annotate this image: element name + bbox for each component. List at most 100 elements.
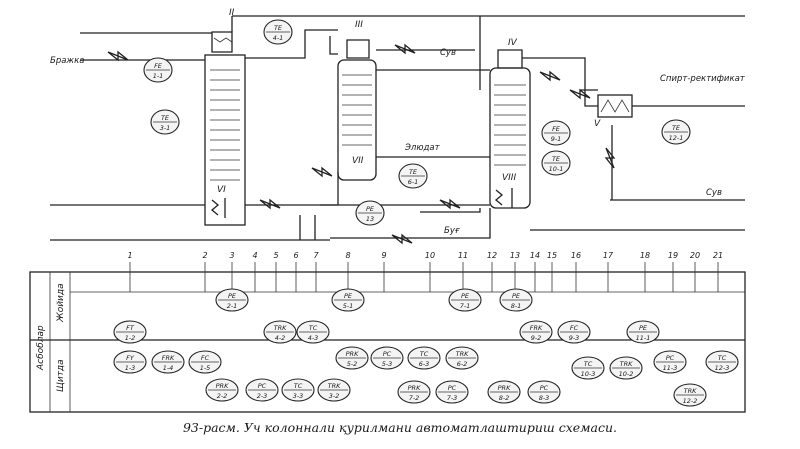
instrument-code: PC (383, 350, 392, 358)
rectified-stream-label-box: Спирт-ректификат (660, 74, 745, 84)
instrument-number: 7-2 (409, 394, 420, 402)
instrument-code: PE (639, 324, 648, 332)
instrument-number: 5-3 (382, 360, 393, 368)
channel-number-4: 4 (252, 251, 257, 260)
instrument-number: 10-2 (619, 370, 634, 378)
instrument-code: TRK (274, 324, 287, 332)
feed-stream-label: Бражка (50, 56, 84, 66)
instrument-code: FE (552, 125, 561, 133)
heater-ii-label: II (229, 8, 235, 18)
local-instrument-l5: FT1-2 (113, 320, 147, 344)
instrument-number: 3-1 (160, 124, 171, 132)
instrument-number: 4-2 (275, 334, 286, 342)
instrument-code: PE (512, 292, 521, 300)
instrument-number: 5-1 (343, 302, 354, 310)
instrument-code: FT (126, 324, 135, 332)
instrument-code: PE (228, 292, 237, 300)
panel-instrument-p17: TRK 10-2 (609, 356, 643, 380)
field-instrument-f6: FE9-1 (541, 120, 571, 146)
field-instrument-f2: TE4-1 (263, 19, 293, 45)
panel-instrument-group: PE2-1PE5-1PE7-1PE8-1FT1-2TRK4-2TC4-3FRK9… (113, 288, 739, 407)
column-vi-label: VI (217, 185, 226, 195)
channel-number-19: 19 (668, 251, 678, 260)
instrument-number: 8-3 (539, 394, 550, 402)
panel-instrument-p5: PC 5-3 (370, 346, 404, 370)
instrument-code: TC (718, 354, 727, 362)
instrument-code: TRK (684, 387, 697, 395)
panel-instruments-label: Асбоблар (36, 325, 46, 371)
instrument-code: FRK (530, 324, 543, 332)
panel-instrument-p12: PRK 7-2 (397, 380, 431, 404)
panel-local-label: Жойида (56, 283, 66, 323)
instrument-code: TRK (620, 360, 633, 368)
instrument-code: TRK (456, 350, 469, 358)
instrument-number: 2-1 (227, 302, 238, 310)
channel-number-1: 1 (127, 251, 132, 260)
panel-instrument-p9: PC2-3 (245, 378, 279, 402)
column-vii-label: VII (352, 156, 364, 166)
instrument-number: 4-1 (273, 34, 284, 42)
instrument-number: 12-2 (683, 397, 698, 405)
panel-instrument-p15: PC 8-3 (527, 380, 561, 404)
instrument-number: 1-1 (153, 72, 164, 80)
panel-instrument-p3: FC1-5 (188, 350, 222, 374)
instrument-code: TC (309, 324, 318, 332)
panel-instrument-p1: FY 1-3 (113, 350, 147, 374)
field-instrument-group: FE1-1TE4-1TE3-1PE13TE6-1FE9-1TE10-1TE12-… (143, 19, 691, 226)
instrument-number: 7-3 (447, 394, 458, 402)
local-instrument-l3: PE7-1 (448, 288, 482, 312)
instrument-code: PC (540, 384, 549, 392)
local-instrument-l9: FC9-3 (557, 320, 591, 344)
instrument-number: 2-2 (217, 392, 228, 400)
instrument-number: 1-5 (200, 364, 211, 372)
instrument-number: 3-2 (329, 392, 340, 400)
panel-instrument-p13: PC 7-3 (435, 380, 469, 404)
channel-number-20: 20 (690, 251, 700, 260)
steam-stream-label: Буғ (444, 226, 461, 236)
instrument-code: FE (154, 62, 163, 70)
instrument-number: 11-1 (636, 334, 651, 342)
instrument-number: 8-2 (499, 394, 510, 402)
instrument-number: 10-1 (549, 165, 564, 173)
instrument-code: TC (420, 350, 429, 358)
instrument-number: 8-1 (511, 302, 522, 310)
panel-instrument-p19: TRK 12-2 (673, 383, 707, 407)
instrument-code: PRK (216, 382, 229, 390)
instrument-code: FY (126, 354, 135, 362)
instrument-code: PE (366, 205, 375, 213)
instrument-code: PC (666, 354, 675, 362)
panel-shield-label: Щитда (56, 359, 66, 392)
channel-number-16: 16 (571, 251, 581, 260)
instrument-number: 1-3 (125, 364, 136, 372)
instrument-code: PRK (408, 384, 421, 392)
channel-number-21: 21 (713, 251, 723, 260)
channel-number-15: 15 (547, 251, 557, 260)
channel-number-18: 18 (640, 251, 650, 260)
instrument-code: PRK (498, 384, 511, 392)
panel-instrument-p14: PRK 8-2 (487, 380, 521, 404)
instrument-code: TC (294, 382, 303, 390)
channel-number-14: 14 (530, 251, 540, 260)
instrument-number: 12-1 (669, 134, 684, 142)
instrument-number: 3-3 (293, 392, 304, 400)
instrument-code: TE (552, 155, 561, 163)
channel-number-9: 9 (381, 251, 386, 260)
instrument-number: 9-3 (569, 334, 580, 342)
local-instrument-l4: PE 8-1 (499, 288, 533, 312)
instrument-code: TE (161, 114, 170, 122)
channel-number-6: 6 (293, 251, 298, 260)
rectified-stream-label: Спирт-ректификат (660, 74, 745, 84)
heater-iv-label: IV (508, 38, 518, 48)
instrument-code: PRK (346, 350, 359, 358)
instrument-code: PC (448, 384, 457, 392)
instrument-number: 10-3 (581, 370, 596, 378)
